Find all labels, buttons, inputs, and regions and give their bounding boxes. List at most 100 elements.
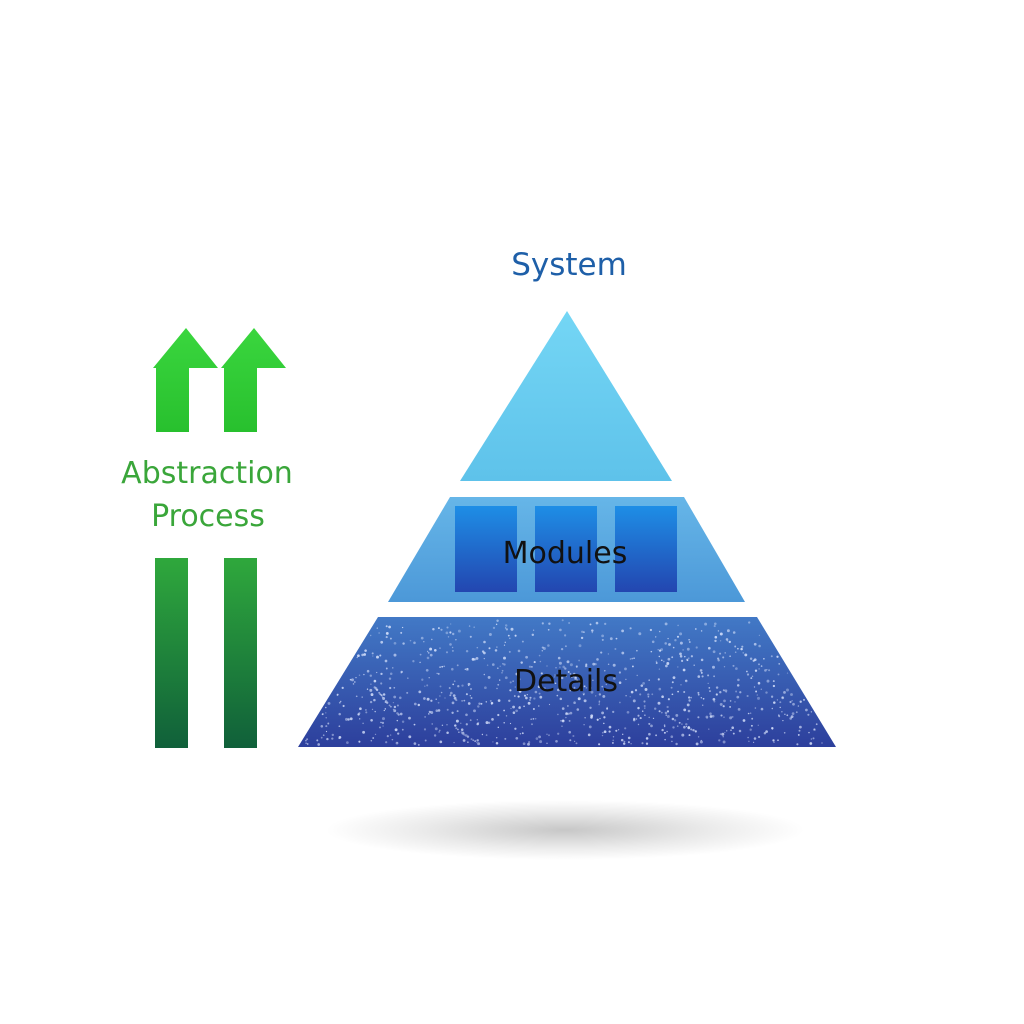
speckle-dot [338,736,342,739]
detail-speckles [305,619,823,746]
speckle-dot [449,694,452,697]
speckle-dot [685,679,687,682]
speckle-dot [532,718,535,720]
speckle-dot [366,688,369,690]
speckle-dot [527,701,531,705]
speckle-dot [729,700,732,702]
speckle-dot [778,663,781,665]
speckle-dot [435,709,439,713]
speckle-dot [385,636,388,639]
speckle-dot [431,638,433,641]
speckle-dot [601,711,605,715]
speckle-dot [657,649,659,651]
speckle-dot [776,699,779,701]
speckle-dot [538,735,541,739]
speckle-dot [662,660,665,663]
speckle-dot [658,710,661,713]
speckle-dot [420,636,424,640]
speckle-dot [508,699,511,702]
speckle-dot [603,716,606,719]
speckle-dot [372,655,374,657]
speckle-dot [426,656,430,660]
speckle-dot [796,743,799,746]
speckle-dot [419,653,422,656]
speckle-dot [534,690,538,694]
speckle-dot [455,719,459,723]
speckle-dot [469,687,473,691]
speckle-dot [495,736,498,739]
speckle-dot [666,710,670,713]
speckle-dot [808,731,810,734]
speckle-dot [701,704,704,707]
speckle-dot [577,680,581,683]
speckle-dot [355,676,357,679]
speckle-dot [388,625,391,629]
speckle-dot [441,724,444,727]
speckle-dot [714,639,717,643]
speckle-dot [364,708,367,711]
speckle-dot [677,666,679,668]
speckle-dot [430,699,433,702]
speckle-dot [512,705,516,709]
speckle-dot [670,735,674,738]
module-box [615,506,677,592]
speckle-dot [699,669,703,672]
speckle-dot [326,737,329,741]
speckle-dot [518,690,522,693]
speckle-dot [652,717,655,720]
speckle-dot [392,708,395,711]
speckle-dot [705,715,709,719]
speckle-dot [437,672,440,675]
abstraction-label-line1: Abstraction [121,456,293,491]
speckle-dot [690,696,692,699]
speckle-dot [384,708,387,710]
speckle-dot [401,728,404,731]
speckle-dot [359,718,361,720]
speckle-dot [531,666,533,668]
speckle-dot [400,670,403,674]
speckle-dot [664,738,666,741]
speckle-dot [719,640,722,642]
speckle-dot [353,681,356,683]
speckle-dot [576,679,579,682]
modules-label: Modules [503,536,628,571]
speckle-dot [352,683,355,685]
speckle-dot [623,740,626,743]
speckle-dot [461,684,464,687]
speckle-dot [790,715,794,719]
speckle-dot [523,705,525,708]
speckle-dot [453,680,456,683]
speckle-dot [460,731,462,733]
speckle-dot [386,735,389,738]
speckle-dot [719,733,722,735]
speckle-dot [463,699,466,702]
speckle-dot [372,737,375,739]
speckle-dot [651,640,655,644]
speckle-dot [510,627,514,631]
speckle-dot [709,690,711,693]
speckle-dot [661,659,663,661]
speckle-dot [406,691,409,694]
speckle-dot [507,634,510,637]
speckle-dot [504,624,508,627]
speckle-dot [797,705,800,707]
speckle-dot [413,723,416,726]
speckle-dot [671,681,674,684]
speckle-dot [357,713,360,716]
speckle-dot [573,701,576,704]
speckle-dot [684,679,688,683]
speckle-dot [595,695,597,697]
speckle-dot [557,732,560,735]
speckle-dot [695,742,699,746]
speckle-dot [346,741,349,744]
speckle-dot [477,721,480,725]
speckle-dot [434,727,438,731]
speckle-dot [364,649,367,652]
speckle-dot [439,685,442,688]
speckle-dot [585,686,588,689]
speckle-dot [537,685,541,689]
speckle-dot [560,719,562,722]
speckle-dot [509,681,512,684]
speckle-dot [376,671,378,674]
speckle-dot [547,644,550,647]
